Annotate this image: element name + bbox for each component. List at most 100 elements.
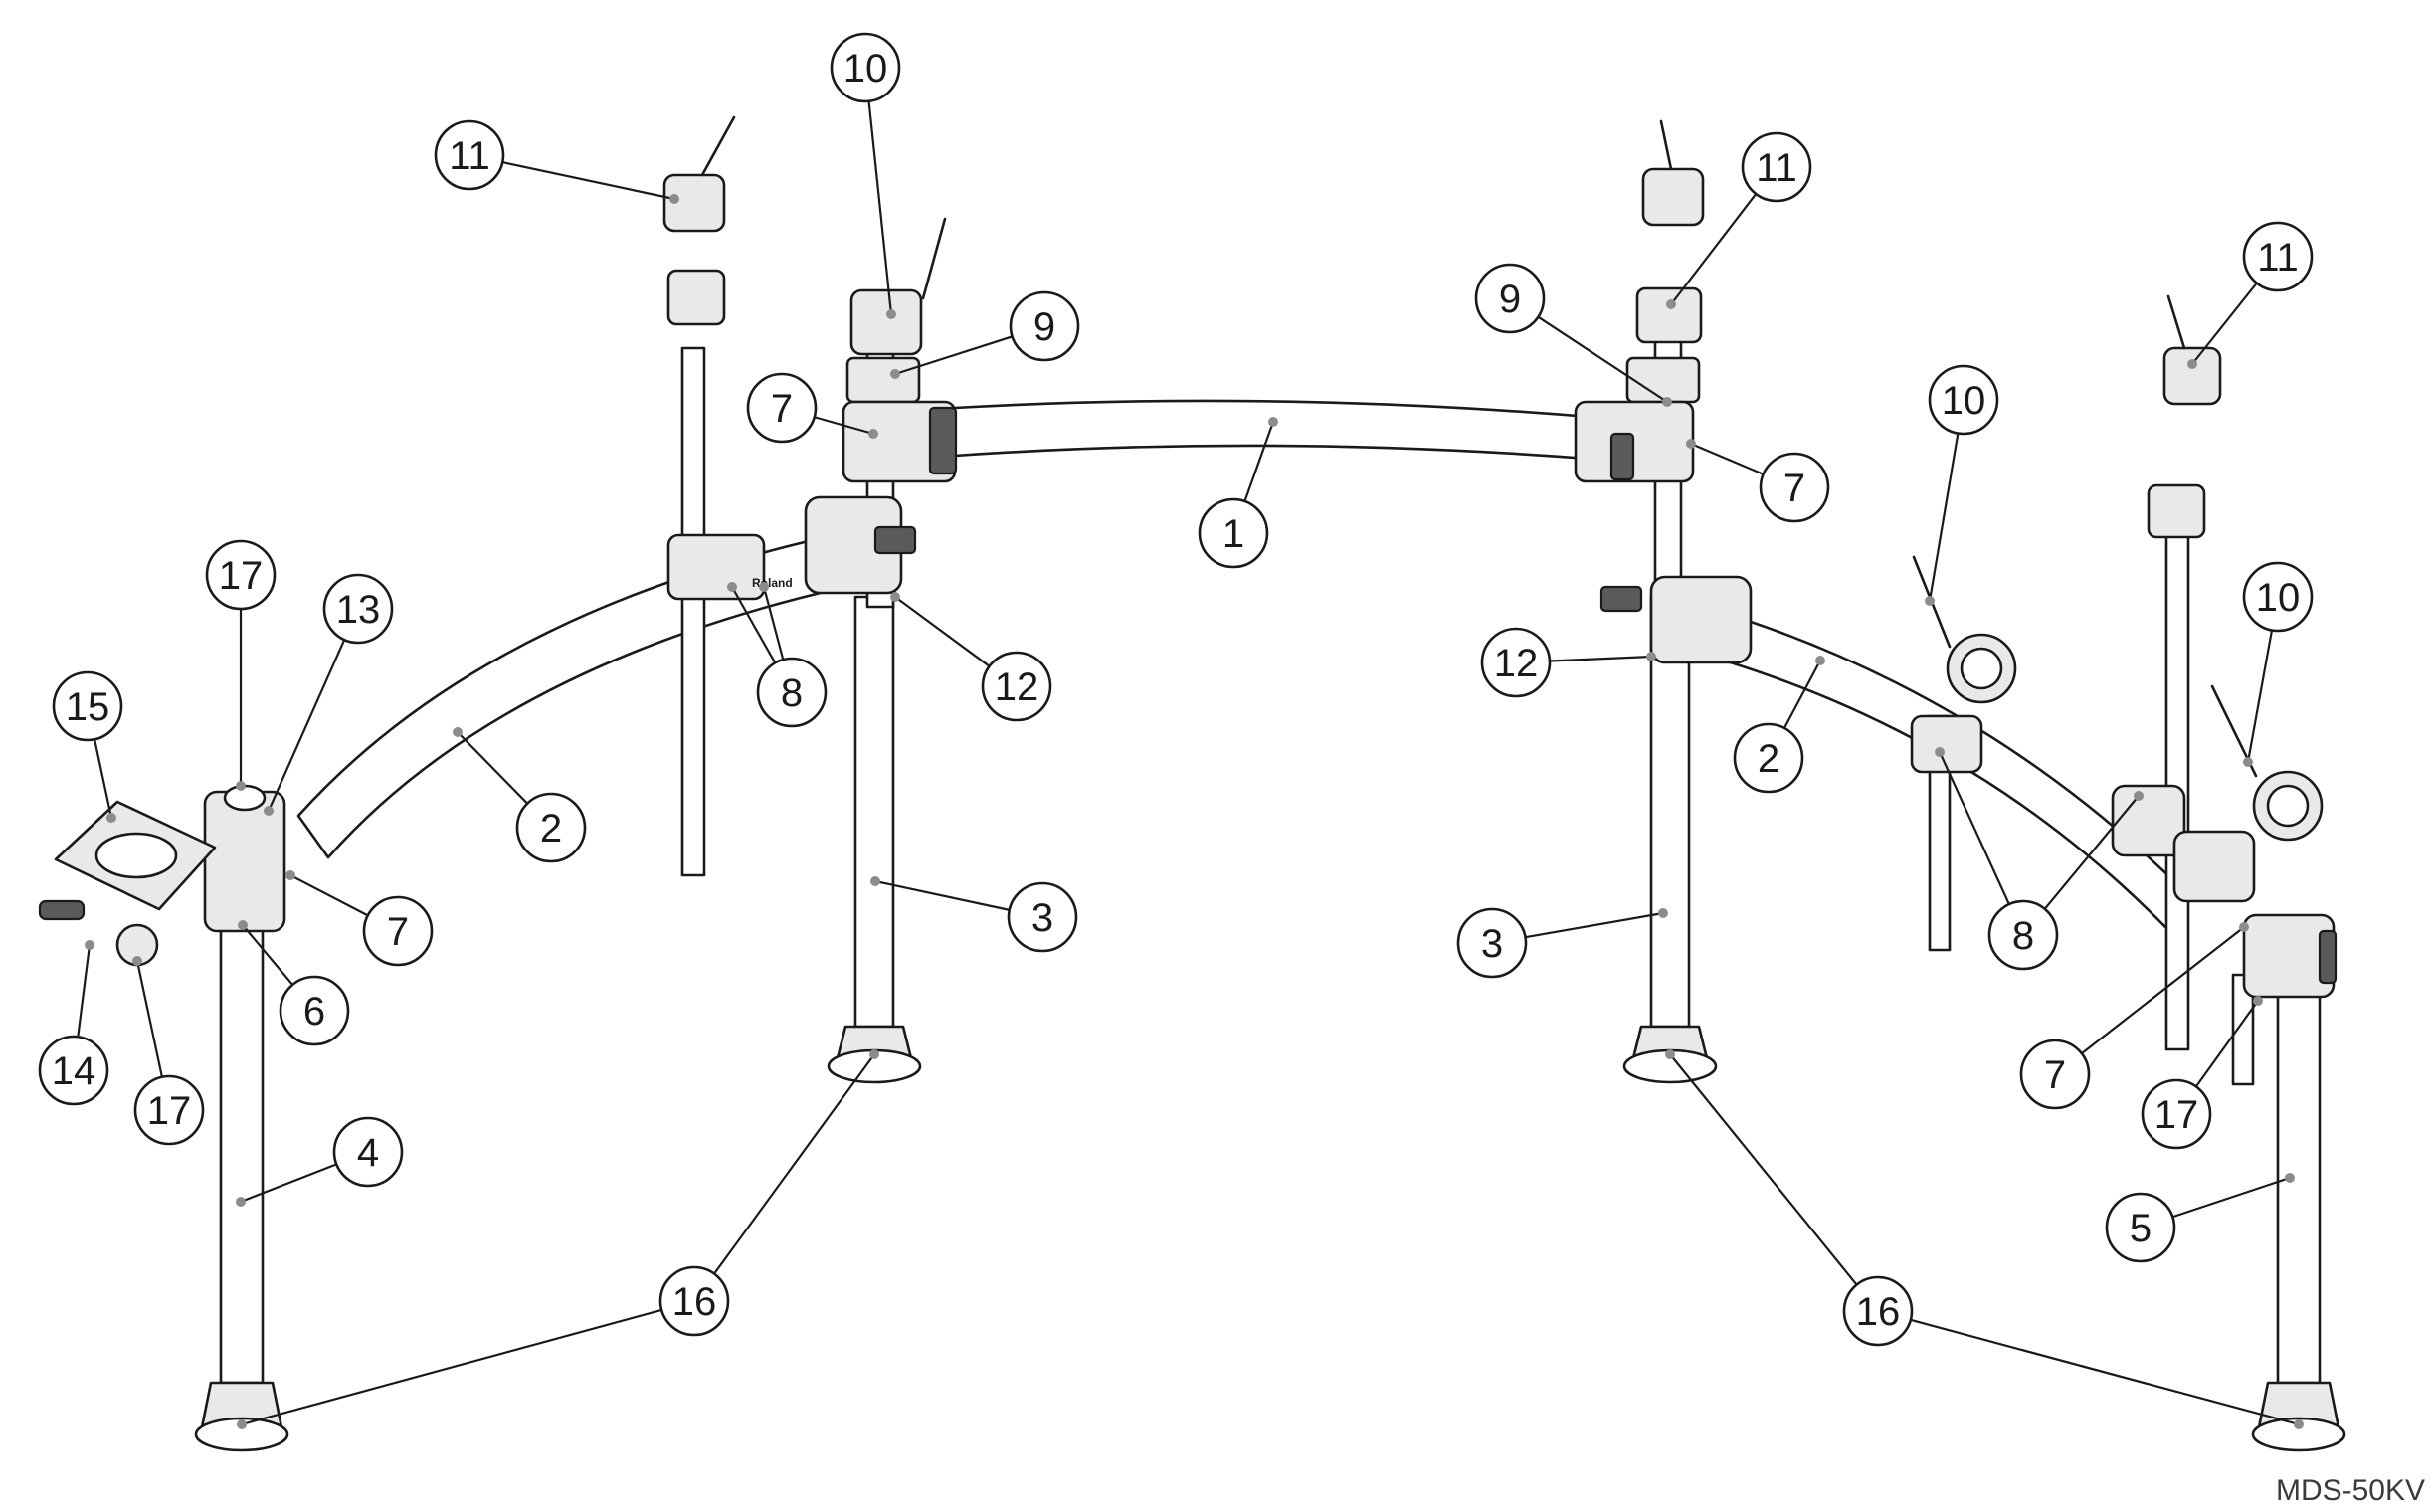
callout-circle [2105, 1192, 2176, 1263]
callout-dot [890, 592, 900, 602]
callout-11: 11 [1666, 131, 1812, 309]
callout-number: 3 [1481, 922, 1503, 966]
callout-5: 5 [2105, 1173, 2295, 1263]
callout-12: 12 [890, 592, 1052, 722]
callout-16: 16 [237, 1049, 879, 1429]
callout-circle [756, 657, 828, 728]
callout-circle [52, 670, 123, 742]
callout-14: 14 [38, 940, 109, 1106]
callout-leader [1549, 655, 1652, 662]
callout-9: 9 [890, 290, 1080, 379]
callout-dot [1665, 1049, 1675, 1059]
callout-circle [332, 1116, 404, 1188]
left-tom-mount [849, 288, 923, 356]
callout-number: 7 [1783, 467, 1805, 510]
left-main-leg [853, 595, 895, 1029]
callout-dot [2134, 791, 2144, 801]
callout-leader [1690, 442, 1765, 475]
callout-leader [135, 960, 163, 1077]
callout-leader [713, 1053, 875, 1275]
callout-leader [2081, 926, 2245, 1054]
callout-number: 12 [1494, 642, 1539, 685]
callout-leader [894, 335, 1013, 376]
right-cross-clamp [1649, 575, 1753, 664]
callout-dot [2253, 996, 2263, 1006]
callout-7: 7 [746, 372, 878, 444]
callout-leader [894, 596, 991, 667]
callout-dot [1935, 747, 1945, 757]
callout-dot [2187, 359, 2197, 369]
callout-leader [2171, 1176, 2291, 1219]
callout-number: 13 [336, 588, 381, 632]
callout-leader [814, 416, 874, 436]
callout-10: 10 [1925, 364, 1999, 606]
callout-leader [457, 731, 528, 805]
right-cymbal-clamp [1635, 286, 1703, 344]
callout-number: 11 [2257, 236, 2299, 280]
callout-leader [1525, 911, 1664, 939]
left-top-clamp-upper [845, 356, 921, 404]
callout-number: 5 [2130, 1207, 2152, 1250]
callout-leader [77, 944, 92, 1038]
callout-leader [867, 100, 893, 315]
callout-17: 17 [205, 539, 277, 791]
callout-3: 3 [870, 876, 1078, 953]
callout-17: 17 [2141, 996, 2263, 1150]
callout-number: 7 [2044, 1053, 2066, 1097]
callout-leader [1938, 751, 2010, 905]
callout-dot [236, 1197, 246, 1207]
callout-15: 15 [52, 670, 123, 823]
callout-dot [868, 429, 878, 439]
callout-2: 2 [1733, 656, 1825, 794]
callout-13: 13 [264, 573, 394, 816]
callout-circle [434, 119, 505, 191]
right-top-clamp-upper [1625, 356, 1701, 404]
callout-dot [1658, 908, 1668, 918]
right-rod-clamp-a [1910, 714, 1983, 774]
callout-number: 16 [1856, 1290, 1901, 1334]
callout-dot [669, 194, 679, 204]
callout-7: 7 [1686, 439, 1830, 523]
callout-leader [1670, 193, 1758, 305]
callout-dot [890, 369, 900, 379]
callout-dot [870, 876, 880, 886]
callout-circle [1741, 131, 1812, 203]
callout-number: 4 [357, 1131, 379, 1175]
callout-dot [759, 582, 769, 592]
callout-2: 2 [453, 727, 587, 863]
callout-dot [106, 813, 116, 823]
callout-dot [1925, 596, 1935, 606]
callout-10: 10 [2242, 561, 2314, 767]
callout-circle [1842, 1275, 1914, 1347]
callout-circle [1480, 627, 1552, 698]
callout-circle [1759, 452, 1830, 523]
callout-leader [762, 586, 785, 661]
callout-dot [85, 940, 94, 950]
callout-number: 2 [540, 807, 562, 850]
callout-dot [1686, 439, 1696, 449]
callout-dot [238, 920, 248, 930]
callout-dot [132, 956, 142, 966]
callout-circle [38, 1035, 109, 1106]
callout-number: 7 [771, 387, 793, 431]
callout-circle [1987, 899, 2059, 971]
callout-dot [1666, 299, 1676, 309]
callout-circle [2242, 221, 2314, 292]
callout-7: 7 [2019, 922, 2249, 1110]
callout-leader [94, 739, 113, 819]
callout-number: 3 [1031, 896, 1053, 940]
callout-8: 8 [1935, 747, 2144, 971]
callout-dot [727, 582, 737, 592]
right-main-leg [1649, 595, 1691, 1029]
callout-circle [981, 651, 1052, 722]
callout-circle [658, 1265, 730, 1337]
callout-11: 11 [434, 119, 679, 204]
callout-circle [746, 372, 818, 444]
left-leg [219, 923, 265, 1385]
callout-leader [502, 161, 675, 201]
callout-dot [237, 1419, 247, 1429]
callout-number: 11 [1756, 146, 1797, 190]
callout-17: 17 [132, 956, 205, 1146]
rack-frame: Roland [38, 115, 2346, 1452]
